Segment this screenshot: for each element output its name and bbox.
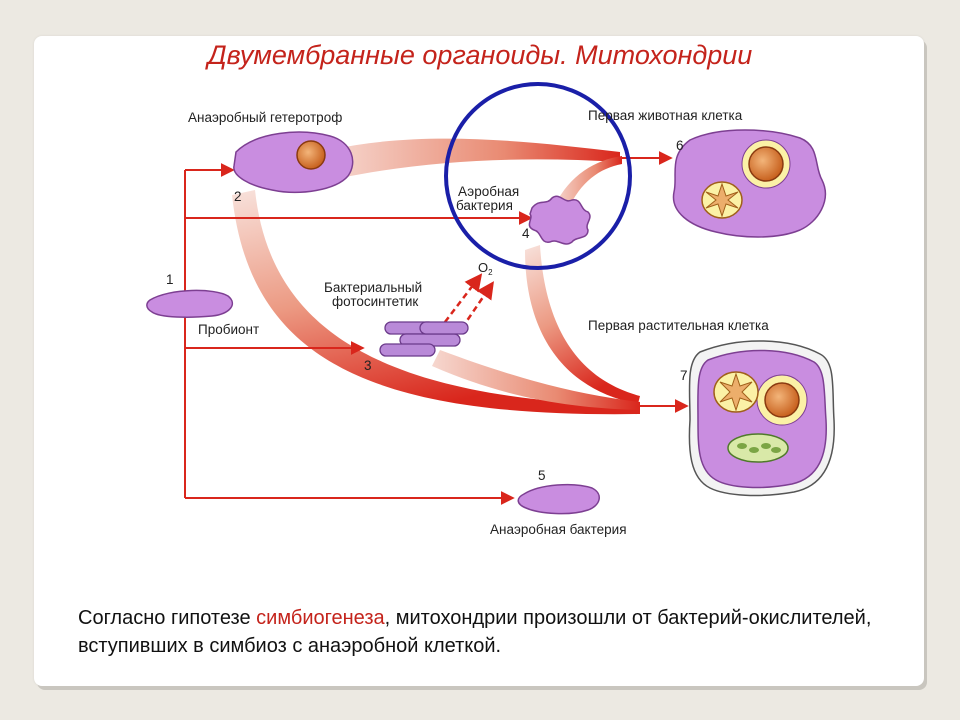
label-aerobic-bacterium-1: Аэробная bbox=[458, 184, 519, 199]
label-anaerobic-bacterium: Анаэробная бактерия bbox=[490, 522, 627, 537]
number-1: 1 bbox=[166, 272, 174, 287]
label-anaerobic-heterotroph: Анаэробный гетеротроф bbox=[188, 110, 342, 125]
first-plant-cell bbox=[697, 349, 827, 489]
animal-mitochondrion bbox=[701, 181, 743, 219]
number-3: 3 bbox=[364, 358, 372, 373]
plant-chloroplast bbox=[727, 433, 789, 463]
label-oxygen: O2 bbox=[478, 260, 493, 277]
number-7: 7 bbox=[680, 368, 688, 383]
caption-before: Согласно гипотезе bbox=[78, 607, 257, 629]
label-first-animal-cell: Первая животная клетка bbox=[588, 108, 743, 123]
label-bacterial-1: Бактериальный bbox=[324, 280, 422, 295]
caption-highlight: симбиогенеза bbox=[256, 607, 385, 629]
flow-2-to-6 bbox=[330, 138, 620, 178]
anaerobic-heterotroph-cell bbox=[233, 131, 354, 194]
slide-title: Двумембранные органоиды. Митохондрии bbox=[207, 40, 753, 70]
probiont-cell bbox=[146, 289, 233, 318]
label-bacterial-2: фотосинтетик bbox=[332, 294, 418, 309]
plant-nucleus-core bbox=[764, 382, 800, 418]
label-first-plant-cell: Первая растительная клетка bbox=[588, 318, 769, 333]
heterotroph-nucleus bbox=[296, 140, 326, 170]
aerobic-bacterium-cell bbox=[528, 195, 591, 245]
number-5: 5 bbox=[538, 468, 546, 483]
number-4: 4 bbox=[522, 226, 530, 241]
flow-4-to-6 bbox=[555, 156, 622, 210]
bacterial-photosynthetic-cell bbox=[379, 321, 469, 357]
label-aerobic-bacterium-2: бактерия bbox=[456, 198, 513, 213]
animal-nucleus-core bbox=[748, 146, 784, 182]
flow-3-to-7 bbox=[432, 350, 640, 410]
highlight-circle bbox=[444, 82, 632, 270]
caption: Согласно гипотезе симбиогенеза, митохонд… bbox=[78, 604, 908, 660]
caption-after: , митохондрии произошли от бактерий-окис… bbox=[78, 607, 872, 657]
number-6: 6 bbox=[676, 138, 684, 153]
plant-mitochondrion bbox=[713, 371, 759, 413]
flow-2-to-7 bbox=[232, 190, 640, 415]
oxygen-arrows bbox=[444, 273, 494, 329]
flow-4-to-7 bbox=[525, 245, 640, 404]
probiont-branch-lines bbox=[184, 151, 689, 505]
anaerobic-bacterium-cell bbox=[517, 483, 600, 515]
number-2: 2 bbox=[234, 189, 242, 204]
label-probiont: Пробионт bbox=[198, 322, 259, 337]
